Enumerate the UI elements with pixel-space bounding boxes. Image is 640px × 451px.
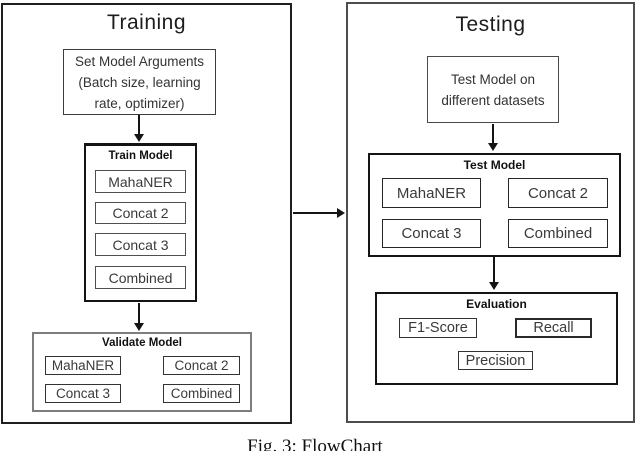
training-title: Training (106, 11, 187, 34)
arrow-testmodel-to-evaluation-head-icon (489, 282, 499, 290)
test-model-item-concat3: Concat 3 (382, 219, 481, 248)
arrow-training-to-testing-head-icon (337, 208, 345, 218)
set-model-arguments-line3: rate, optimizer) (94, 95, 185, 111)
set-model-arguments-line2: (Batch size, learning (78, 74, 201, 90)
testing-title: Testing (455, 13, 526, 36)
arrow-args-to-train-line (138, 115, 140, 135)
train-model-item-mahaner: MahaNER (95, 170, 186, 193)
arrow-train-to-validate-line (138, 303, 140, 324)
train-model-item-combined: Combined (95, 266, 186, 289)
train-model-item-concat3: Concat 3 (95, 233, 186, 256)
test-on-datasets-line2: different datasets (441, 92, 545, 108)
evaluation-item-precision: Precision (458, 351, 533, 370)
test-model-item-concat2: Concat 2 (508, 178, 608, 208)
validate-model-item-combined: Combined (163, 384, 240, 403)
test-model-item-combined: Combined (508, 219, 608, 248)
figure-caption: Fig. 3: FlowChart (247, 436, 383, 451)
arrow-training-to-testing-line (293, 212, 337, 214)
arrow-dataset-to-testmodel-head-icon (488, 143, 498, 151)
arrow-dataset-to-testmodel-line (492, 124, 494, 144)
test-on-datasets-line1: Test Model on (450, 71, 536, 87)
set-model-arguments-box: Set Model Arguments (Batch size, learnin… (63, 49, 216, 115)
test-model-item-mahaner: MahaNER (382, 178, 481, 208)
validate-model-item-mahaner: MahaNER (45, 356, 121, 375)
evaluation-item-f1score: F1-Score (399, 318, 477, 338)
evaluation-title: Evaluation (466, 297, 527, 311)
evaluation-item-recall: Recall (515, 318, 592, 338)
arrow-train-to-validate-head-icon (134, 323, 144, 331)
validate-model-item-concat3: Concat 3 (45, 384, 121, 403)
train-model-title: Train Model (108, 150, 173, 162)
test-on-datasets-box: Test Model on different datasets (427, 56, 559, 123)
test-model-title: Test Model (463, 158, 526, 172)
validate-model-title: Validate Model (102, 337, 182, 349)
arrow-args-to-train-head-icon (134, 134, 144, 142)
arrow-testmodel-to-evaluation-line (493, 257, 495, 282)
set-model-arguments-line1: Set Model Arguments (74, 53, 205, 69)
train-model-item-concat2: Concat 2 (95, 202, 186, 224)
validate-model-item-concat2: Concat 2 (163, 356, 240, 375)
